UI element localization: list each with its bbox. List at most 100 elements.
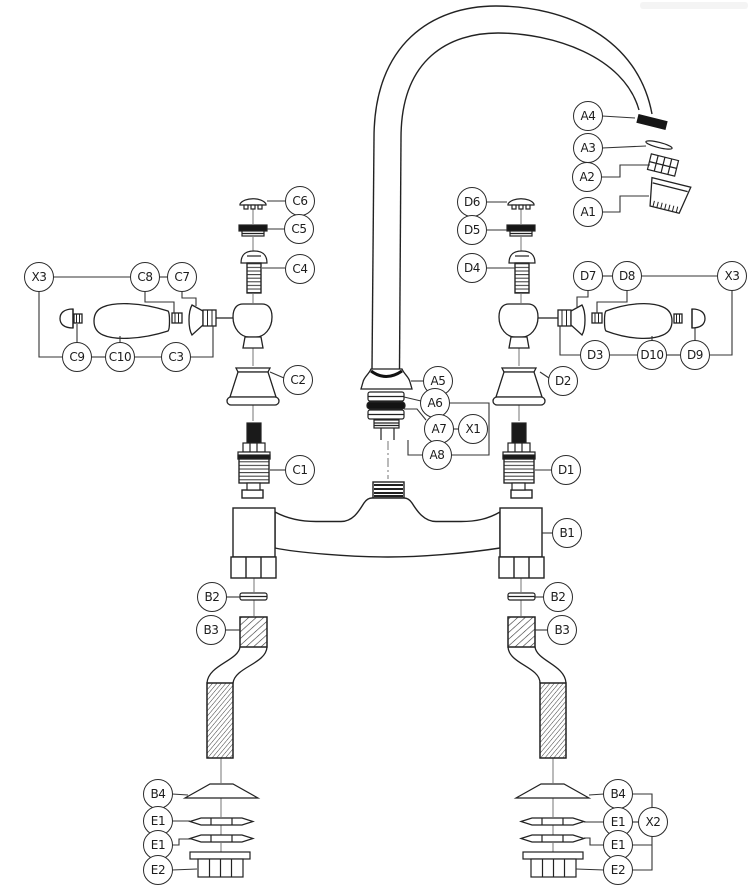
callout-label: B1	[559, 526, 575, 540]
callout-label: E1	[150, 838, 166, 852]
callout-label: C8	[137, 270, 153, 284]
index-ring-seal	[506, 224, 536, 232]
screw-thread	[514, 262, 530, 294]
callout-label: X1	[465, 422, 481, 436]
index-ring-seal	[238, 224, 268, 232]
callout-x2: X2	[638, 807, 668, 837]
callout-label: A1	[580, 205, 596, 219]
flat-washer	[519, 817, 586, 826]
callout-c7: C7	[167, 262, 197, 292]
callout-label: C3	[168, 350, 184, 364]
valve-cartridge-right	[502, 422, 536, 491]
callout-x3-right: X3	[717, 261, 747, 291]
callout-label: X2	[645, 815, 661, 829]
union-nut-right	[498, 556, 545, 579]
cartridge-stem	[246, 422, 262, 444]
callout-d9: D9	[680, 340, 710, 370]
callout-a1: A1	[573, 197, 603, 227]
callout-c6: C6	[285, 186, 315, 216]
handle-assembly-left	[59, 302, 233, 340]
o-ring	[366, 401, 406, 410]
compression-olives	[239, 592, 536, 601]
callout-c9: C9	[62, 342, 92, 372]
callout-d4: D4	[457, 253, 487, 283]
callout-label: E1	[150, 814, 166, 828]
callout-label: A6	[427, 396, 443, 410]
callout-d7: D7	[573, 261, 603, 291]
tap-body	[230, 481, 545, 579]
valve-cartridge-left	[237, 422, 271, 491]
valve-head-left	[232, 303, 273, 349]
callout-label: E1	[610, 838, 626, 852]
handle-assembly-right	[538, 303, 706, 339]
callout-label: D8	[618, 269, 636, 283]
callout-d5: D5	[457, 215, 487, 245]
callout-label: A4	[580, 109, 596, 123]
spout-tip-seal	[636, 114, 668, 130]
callout-label: B2	[204, 590, 220, 604]
callout-b4-right: B4	[603, 779, 633, 809]
callout-label: C9	[69, 350, 85, 364]
callout-b2-left: B2	[197, 582, 227, 612]
swan-neck-spout	[371, 5, 653, 370]
callout-b3-right: B3	[547, 615, 577, 645]
screw-head	[508, 250, 536, 264]
callout-a7: A7	[424, 414, 454, 444]
callout-label: D3	[586, 348, 604, 362]
callout-d1: D1	[551, 455, 581, 485]
shroud-right	[492, 367, 546, 406]
callout-label: E1	[610, 815, 626, 829]
callout-d6: D6	[457, 187, 487, 217]
callout-b2-right: B2	[543, 582, 573, 612]
callout-x1: X1	[458, 414, 488, 444]
handle-hub	[188, 304, 204, 337]
inlet-pipe-left	[206, 616, 268, 759]
callout-label: C4	[292, 262, 308, 276]
callout-label: D10	[640, 348, 664, 362]
flow-straightener	[646, 153, 680, 177]
callout-label: B3	[554, 623, 570, 637]
index-cap-left	[238, 198, 268, 294]
mounting-kit-right	[513, 783, 592, 878]
callout-b3-left: B3	[196, 615, 226, 645]
handle-dome-cap	[691, 308, 706, 329]
flat-washer	[188, 817, 255, 826]
callout-label: D9	[686, 348, 704, 362]
spout-seal-stack	[366, 391, 406, 440]
screw-head	[240, 250, 268, 264]
callout-label: A7	[431, 422, 447, 436]
callout-label: E2	[610, 863, 626, 877]
callout-label: A5	[430, 374, 446, 388]
callout-c1: C1	[285, 455, 315, 485]
callout-c3: C3	[161, 342, 191, 372]
callout-label: A8	[429, 448, 445, 462]
callout-label: C10	[108, 350, 132, 364]
shroud-left	[226, 367, 280, 406]
callout-c2: C2	[283, 365, 313, 395]
handle-hub	[570, 304, 586, 337]
callout-label: C1	[292, 463, 308, 477]
screw-thread	[246, 262, 262, 294]
callout-label: C2	[290, 373, 306, 387]
callout-x3-left: X3	[24, 262, 54, 292]
spout-base-flare	[360, 368, 413, 390]
callout-c10: C10	[105, 342, 135, 372]
callout-label: B3	[203, 623, 219, 637]
inlet-pipe-right	[507, 616, 567, 759]
callout-c4: C4	[285, 254, 315, 284]
handle-dome-cap	[59, 308, 74, 329]
callout-b4-left: B4	[143, 779, 173, 809]
callout-label: X3	[724, 269, 740, 283]
callout-b1: B1	[552, 518, 582, 548]
callout-d3: D3	[580, 340, 610, 370]
callout-e2-right: E2	[603, 855, 633, 885]
handle-lever	[93, 302, 171, 340]
callout-label: D7	[579, 269, 597, 283]
flat-washer	[188, 834, 255, 843]
callout-e2-left: E2	[143, 855, 173, 885]
backnut-flange	[189, 851, 251, 860]
mounting-kit-left	[182, 783, 261, 878]
callout-a3: A3	[573, 133, 603, 163]
